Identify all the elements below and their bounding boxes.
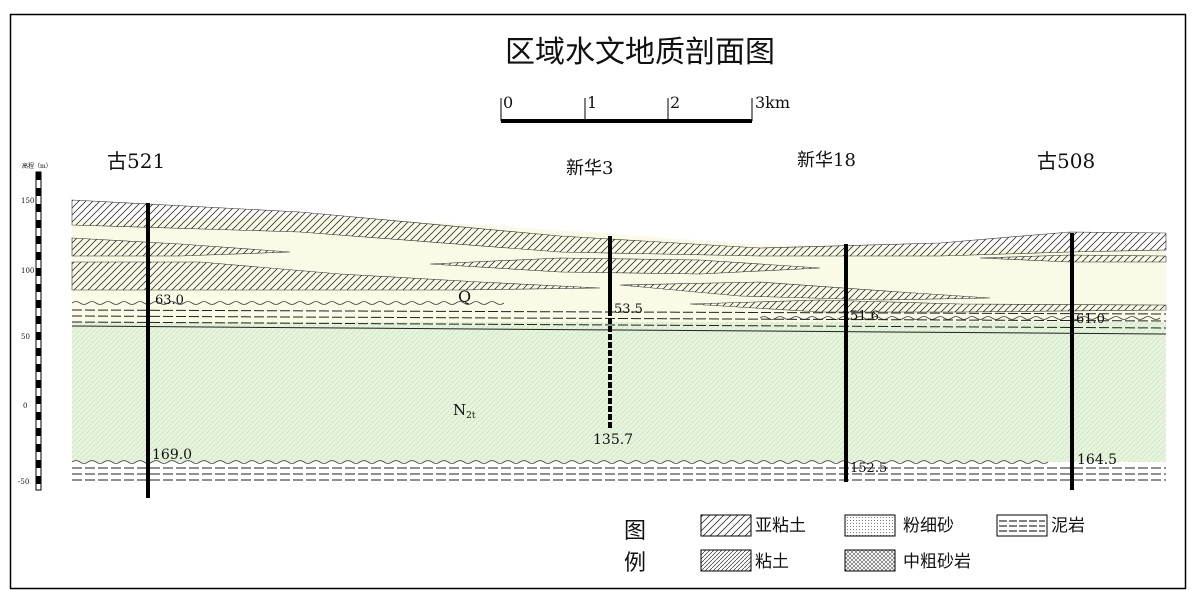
unconformity-upper-right	[759, 316, 1161, 320]
unconformity-upper	[71, 301, 505, 305]
clay-lens-right-upper	[619, 281, 991, 301]
legend: 图 例 亚粘土 粉细砂 泥岩 粘土 中粗砂岩	[624, 514, 1085, 576]
elevation-tick-100: 100	[21, 267, 34, 275]
clay-lens-center	[429, 257, 821, 275]
legend-label-mudstone: 泥岩	[1051, 516, 1085, 536]
scale-label-0: 0	[503, 93, 513, 112]
well-bottom-depth: 152.5	[850, 461, 887, 476]
axis-segment	[36, 300, 41, 308]
scale-label-1: 1	[587, 93, 597, 112]
well-top-depth: 63.0	[155, 293, 184, 308]
legend-title-bottom: 例	[624, 551, 646, 576]
elevation-tick-minus-50: -50	[18, 478, 29, 486]
axis-segment	[36, 396, 41, 404]
well-name: 新华18	[797, 150, 856, 171]
axis-segment	[36, 284, 41, 292]
axis-segment	[36, 252, 41, 260]
legend-swatch-dashes	[996, 514, 1048, 537]
outer-frame	[9, 13, 1187, 590]
axis-segment	[36, 380, 41, 388]
legend-swatch-dense-hatch	[700, 549, 752, 572]
well-guojia-508: 古508 61.0 164.5	[1037, 149, 1117, 490]
axis-segment	[36, 412, 41, 420]
axis-segment	[36, 364, 41, 372]
clay-lens-left	[71, 237, 291, 257]
clay-lens-lower-right	[689, 299, 1167, 313]
well-top-depth: 61.0	[1076, 312, 1105, 327]
well-top-depth: 51.6	[850, 309, 879, 324]
scale-bar: 0 1 2 3km	[500, 93, 790, 123]
unconformity-lower	[71, 460, 1049, 464]
legend-title-top: 图	[624, 519, 646, 544]
sandstone-body	[72, 322, 1166, 464]
axis-segment	[36, 332, 41, 340]
well-guojia-521: 古521 63.0 169.0	[107, 149, 192, 498]
scale-label-3km: 3km	[755, 93, 790, 112]
well-bottom-depth: 164.5	[1077, 452, 1117, 468]
well-name: 新华3	[566, 158, 613, 179]
neogene-label-sub: 2t	[466, 411, 476, 421]
axis-segment	[36, 204, 41, 212]
legend-swatch-dots	[844, 514, 896, 537]
axis-segment	[36, 444, 41, 452]
axis-segment	[36, 460, 41, 468]
axis-segment	[36, 188, 41, 196]
axis-segment	[36, 220, 41, 228]
map-title: 区域水文地质剖面图	[505, 35, 775, 70]
axis-segment	[36, 236, 41, 244]
legend-label-clay: 粘土	[755, 552, 789, 572]
legend-swatch-cross-hatch	[844, 549, 896, 572]
axis-segment	[36, 348, 41, 356]
well-name: 古508	[1037, 149, 1095, 173]
well-xinhua-18: 新华18 51.6 152.5	[797, 150, 887, 482]
elevation-tick-150: 150	[21, 197, 34, 205]
legend-swatch-sparse-hatch	[700, 514, 752, 537]
geologic-section	[71, 199, 1167, 484]
elevation-tick-0: 0	[23, 402, 27, 410]
mudstone-band-bottom	[72, 462, 1166, 484]
elevation-tick-50: 50	[21, 333, 30, 341]
axis-segment	[36, 476, 41, 484]
clay-layer-top	[71, 199, 1167, 257]
well-xinhua-3: 新华3 53.5 135.7	[566, 158, 643, 448]
elevation-axis-label: 高程（m）	[22, 162, 52, 170]
axis-segment	[36, 268, 41, 276]
scale-label-2: 2	[670, 93, 680, 112]
well-bottom-depth: 135.7	[593, 432, 633, 448]
elevation-axis: 高程（m） 150 100 50 0 -50	[18, 162, 52, 491]
legend-label-coarse-sandstone: 中粗砂岩	[903, 552, 971, 572]
legend-label-silt-sand: 粉细砂	[903, 516, 954, 536]
neogene-label-main: N	[453, 401, 466, 419]
neogene-label: N2t	[453, 401, 476, 421]
axis-segment	[36, 428, 41, 436]
axis-segment	[36, 316, 41, 324]
well-name: 古521	[107, 149, 165, 173]
well-bottom-depth: 169.0	[152, 447, 192, 463]
axis-segment	[36, 172, 41, 180]
well-top-depth: 53.5	[614, 302, 643, 317]
quaternary-label: Q	[458, 287, 471, 306]
legend-label-sub-clay: 亚粘土	[755, 516, 806, 536]
